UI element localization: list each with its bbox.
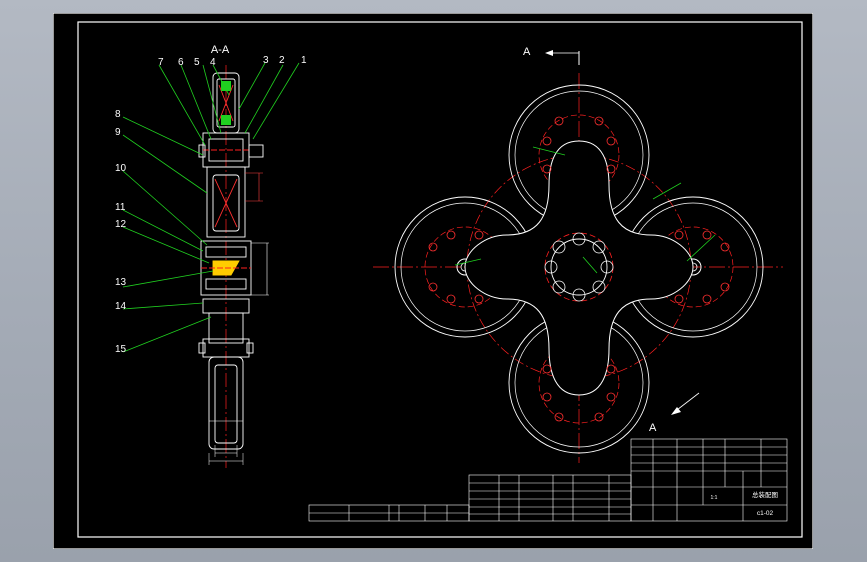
part-number: 2	[279, 55, 285, 66]
part-number: 9	[115, 127, 121, 138]
view-marker-bottom: A	[649, 422, 657, 434]
part-leaders	[122, 62, 300, 353]
scale-value: 1:1	[711, 495, 718, 501]
part-number: 14	[115, 301, 127, 312]
title-block-text: 总装配图 c1-02 1:1	[711, 490, 778, 517]
outer-frame	[53, 13, 813, 549]
drawing-number: c1-02	[757, 510, 774, 517]
bottom-wheel	[198, 312, 254, 465]
view-marker-top: A	[523, 46, 531, 58]
section-view-a-a: A-A	[115, 44, 307, 468]
star-plate	[464, 140, 694, 396]
part-number: 1	[301, 55, 307, 66]
part-number: 13	[115, 277, 127, 288]
section-title: A-A	[211, 44, 230, 56]
top-wheel	[212, 72, 240, 134]
cad-drawing: A-A	[53, 13, 813, 549]
part-number: 4	[210, 57, 216, 68]
part-number-labels: 1 2 3 4 5 6 7 8 9 10 11 12 13 14 15	[115, 55, 307, 355]
part-number: 3	[263, 55, 269, 66]
part-number: 15	[115, 344, 127, 355]
hub-middle	[200, 240, 269, 314]
part-number: 5	[194, 57, 200, 68]
part-number: 6	[178, 57, 184, 68]
central-hub	[544, 232, 614, 302]
part-number: 7	[158, 57, 164, 68]
part-number: 10	[115, 163, 127, 174]
drawing-sheet: A-A	[53, 13, 813, 549]
part-number: 11	[115, 202, 126, 213]
front-view: A	[373, 46, 783, 463]
dimension-leaders	[454, 146, 716, 274]
inner-frame	[77, 21, 803, 538]
hub-upper	[198, 132, 264, 168]
bolt-holes	[428, 116, 730, 422]
part-name: 总装配图	[752, 490, 778, 499]
part-number: 8	[115, 109, 121, 120]
title-block	[308, 438, 788, 522]
part-number: 12	[115, 219, 127, 230]
arm-upper	[206, 166, 263, 238]
